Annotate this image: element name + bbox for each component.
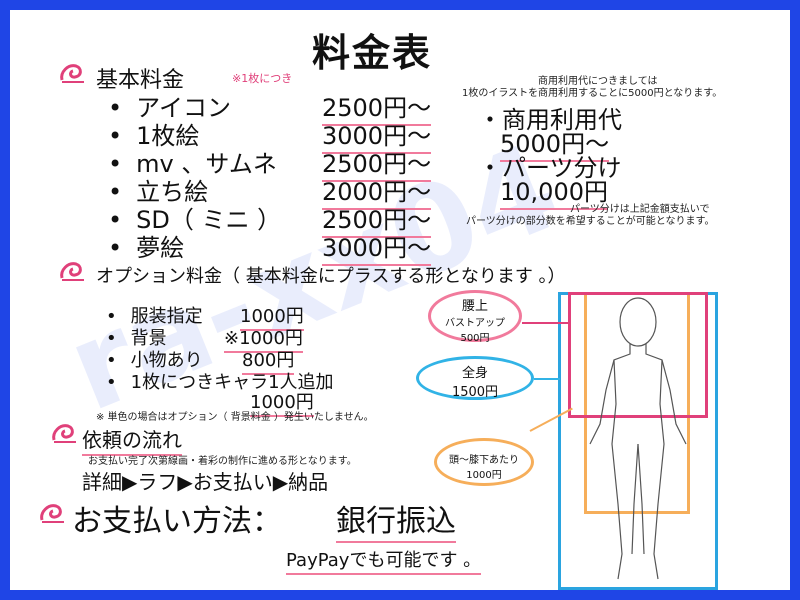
options-heading: オプション料金（ 基本料金にプラスする形となります 。） [96,266,566,287]
option-item-price: ※1000円 [224,324,303,353]
commercial-note: 商用利用代につきましては [538,76,658,87]
commercial-label: ・商用利用代 [478,106,622,134]
basic-item-price: 2000円〜 [322,172,432,210]
flow-note: お支払い完了次第線画・着彩の制作に進める形となります。 [88,456,357,467]
full-bubble: 全身 1500円 [416,356,534,400]
swirl-icon [60,262,84,281]
basic-item-price: 3000円〜 [322,116,432,154]
payment-label: お支払い方法： [72,504,282,539]
flow-steps: 詳細▶ラフ▶お支払い▶納品 [82,470,329,494]
options-footnote: ※ 単色の場合はオプション（ 背景料金 ）発生いたしません。 [96,412,374,423]
swirl-icon [52,424,76,443]
body-figure [589,297,687,580]
knee-bubble: 頭〜膝下あたり 1000円 [434,438,534,486]
parts-price: 10,000円 [500,172,608,210]
full-label: 全身 [461,366,488,381]
bust-label: 腰上 [461,299,488,314]
basic-item-price: 2500円〜 [322,88,432,126]
basic-item-price: 2500円〜 [322,144,432,182]
option-item-name: 小物あり [106,346,203,372]
knee-label: 頭〜膝下あたり [449,455,519,466]
basic-item-name: 夢絵 [108,228,184,263]
bust-bubble: 腰上 バストアップ 500円 [428,290,522,344]
swirl-icon [40,504,64,523]
basic-note: ※1枚につき [232,72,293,85]
bust-connector [522,322,570,324]
bust-price: 500円 [460,333,490,344]
option-item-price: 1000円 [250,388,314,417]
payment-note: PayPayでも可能です 。 [286,546,482,575]
option-item-name: 1枚につきキャラ1人追加 [106,368,334,394]
parts-note: パーツ分けは上記金額支払いで [570,204,710,215]
full-price: 1500円 [451,385,499,400]
option-item-name: 背景 [106,324,167,350]
parts-note-2: パーツ分けの部分数を希望することが可能となります。 [466,216,715,227]
option-item-name: 服装指定 [106,302,203,328]
swirl-icon [60,64,84,83]
basic-item-price: 3000円〜 [322,228,432,266]
payment-method: 銀行振込 [336,496,456,543]
page-title: 料金表 [312,31,433,75]
basic-item-price: 2500円〜 [322,200,432,238]
parts-label: ・パーツ分け [478,154,622,182]
option-item-price: 1000円 [240,302,304,331]
knee-price: 1000円 [466,470,502,481]
commercial-price: 5000円〜 [500,124,610,162]
bust-sub: バストアップ [445,318,505,329]
flow-heading: 依頼の流れ [82,424,182,456]
full-connector [534,378,560,380]
price-sheet: ra-xx04 料金表 基本料金 ※1枚につき アイコン 2500円〜 1枚絵 … [10,10,790,590]
commercial-note-2: 1枚のイラストを商用利用することに5000円となります。 [462,88,723,99]
bust-frame [568,292,708,418]
